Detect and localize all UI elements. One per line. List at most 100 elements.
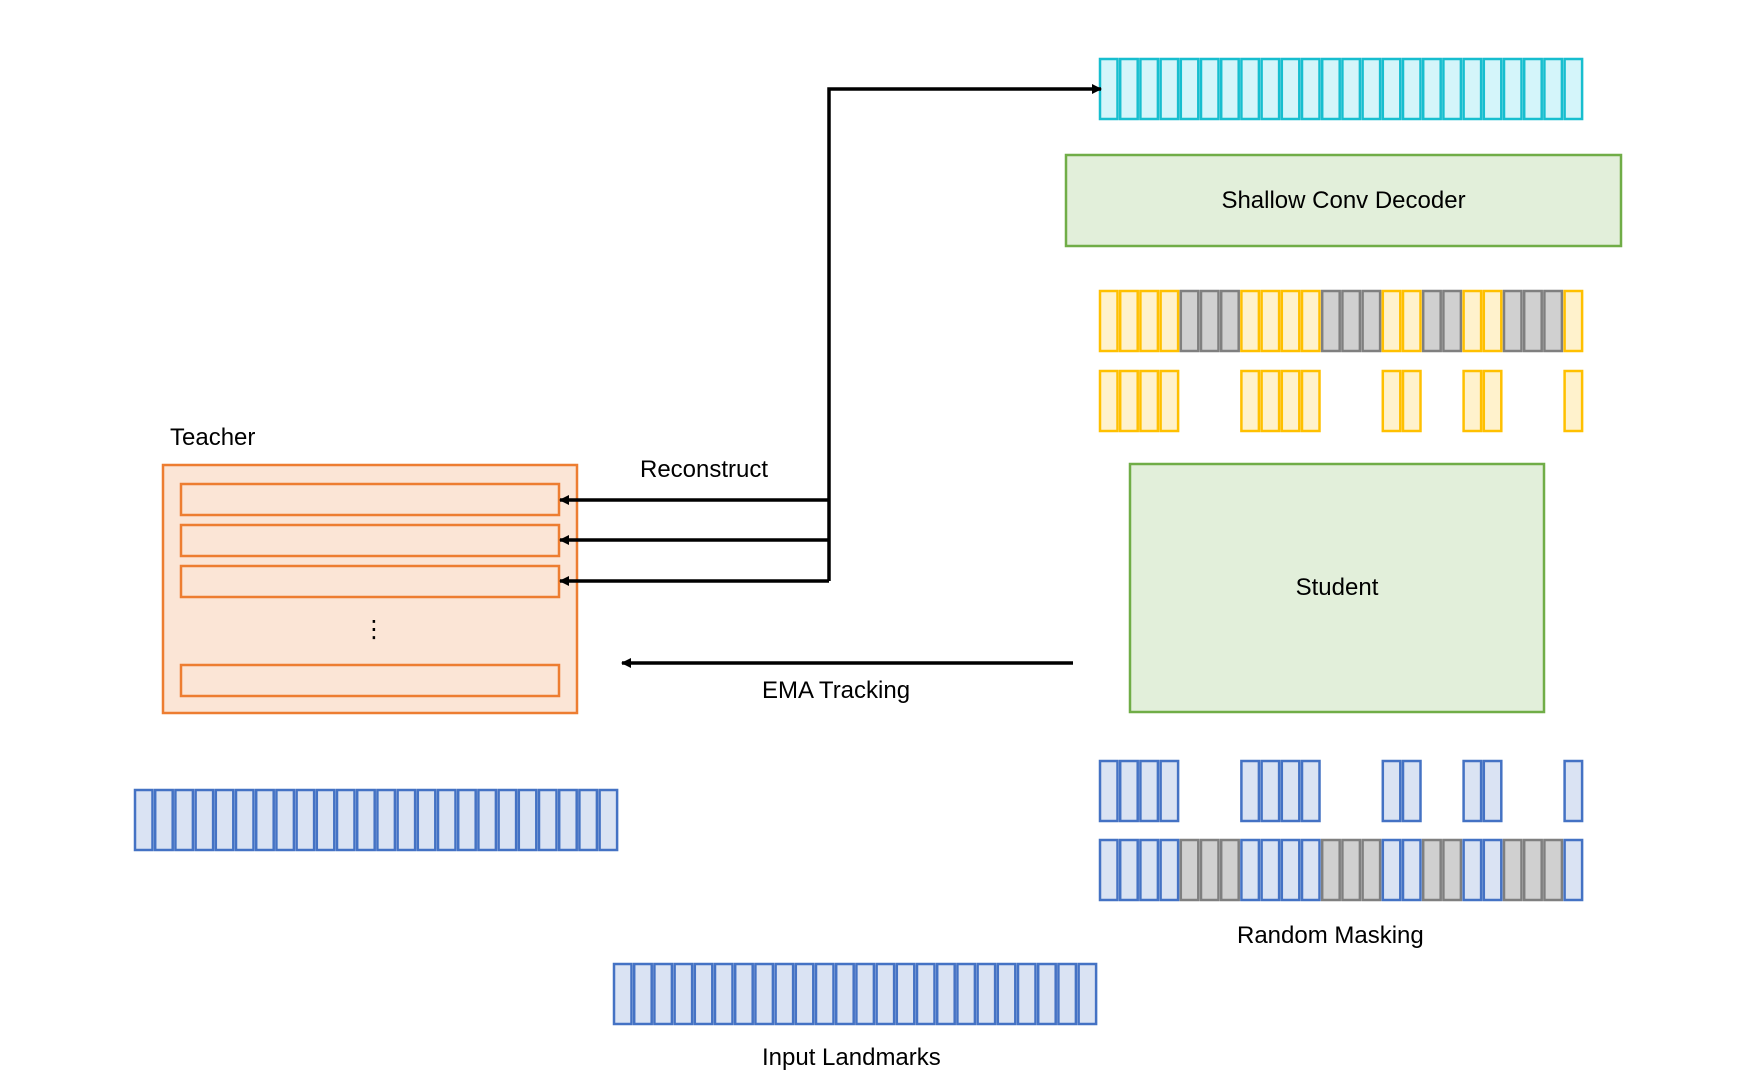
encoded-token xyxy=(1139,369,1160,433)
masked-token xyxy=(1502,838,1523,902)
masked-token xyxy=(1482,838,1503,902)
input-landmark-token xyxy=(673,962,694,1026)
output-token xyxy=(1240,57,1261,121)
output-token xyxy=(1482,57,1503,121)
decoder-input-token xyxy=(1421,289,1442,353)
masked-token xyxy=(1563,838,1584,902)
input-landmark-token xyxy=(855,962,876,1026)
student-label: Student xyxy=(1295,574,1379,601)
student-box xyxy=(1128,462,1546,714)
masked-token xyxy=(1442,838,1463,902)
encoded-token xyxy=(1300,369,1321,433)
output-token xyxy=(1179,57,1200,121)
teacher-input-token xyxy=(315,788,336,852)
decoder-input-token xyxy=(1381,289,1402,353)
decoder-input-token xyxy=(1361,289,1382,353)
decoder-label: Shallow Conv Decoder xyxy=(1221,186,1466,214)
input-landmark-token xyxy=(956,962,977,1026)
teacher-input-token xyxy=(275,788,296,852)
input-landmark-token xyxy=(733,962,754,1026)
input-landmarks-token-row xyxy=(612,962,1098,1026)
encoded-token xyxy=(1118,369,1139,433)
masked-token xyxy=(1179,838,1200,902)
decoder-input-token-row xyxy=(1098,289,1584,353)
input-landmark-token xyxy=(1016,962,1037,1026)
decoder-input-token xyxy=(1522,289,1543,353)
reconstruct-trunk xyxy=(827,84,1102,581)
teacher-input-token xyxy=(578,788,599,852)
visible-token xyxy=(1482,759,1503,823)
teacher-input-token xyxy=(133,788,154,852)
visible-token xyxy=(1401,759,1422,823)
visible-token-row xyxy=(1098,759,1584,823)
decoder-input-token xyxy=(1199,289,1220,353)
teacher-input-token xyxy=(537,788,558,852)
decoder-input-token xyxy=(1563,289,1584,353)
input-landmark-token xyxy=(1057,962,1078,1026)
visible-token xyxy=(1280,759,1301,823)
encoded-token xyxy=(1381,369,1402,433)
teacher-label: Teacher xyxy=(170,424,256,451)
encoded-token xyxy=(1240,369,1261,433)
input-landmarks-label: Input Landmarks xyxy=(762,1044,941,1071)
decoder-input-token xyxy=(1442,289,1463,353)
visible-token xyxy=(1118,759,1139,823)
masked-token xyxy=(1320,838,1341,902)
decoder-input-token xyxy=(1401,289,1422,353)
input-landmark-token xyxy=(794,962,815,1026)
teacher-input-token xyxy=(416,788,437,852)
output-token-row xyxy=(1098,57,1584,121)
encoded-token xyxy=(1280,369,1301,433)
teacher-ellipsis: ⋮ xyxy=(362,615,386,643)
encoded-token xyxy=(1260,369,1281,433)
input-landmark-token xyxy=(814,962,835,1026)
masked-token xyxy=(1118,838,1139,902)
input-landmark-token xyxy=(875,962,896,1026)
masked-token-row xyxy=(1098,838,1584,902)
input-landmark-token xyxy=(754,962,775,1026)
teacher-input-token xyxy=(376,788,397,852)
decoder-input-token xyxy=(1240,289,1261,353)
teacher-layer-1 xyxy=(179,482,561,517)
output-token xyxy=(1320,57,1341,121)
input-landmark-token xyxy=(653,962,674,1026)
output-token xyxy=(1401,57,1422,121)
teacher-input-token xyxy=(174,788,195,852)
teacher-input-token xyxy=(254,788,275,852)
visible-token xyxy=(1240,759,1261,823)
decoder-input-token xyxy=(1300,289,1321,353)
random-masking-label: Random Masking xyxy=(1237,922,1424,949)
output-token xyxy=(1421,57,1442,121)
teacher-input-token xyxy=(436,788,457,852)
masked-token xyxy=(1280,838,1301,902)
decoder-box xyxy=(1064,153,1623,248)
input-landmark-token xyxy=(1077,962,1098,1026)
teacher-input-token xyxy=(396,788,417,852)
encoded-token xyxy=(1098,369,1119,433)
masked-token xyxy=(1381,838,1402,902)
decoder-input-token xyxy=(1320,289,1341,353)
input-landmark-token xyxy=(713,962,734,1026)
masked-token xyxy=(1341,838,1362,902)
input-landmark-token xyxy=(612,962,633,1026)
masked-token xyxy=(1199,838,1220,902)
decoder-input-token xyxy=(1139,289,1160,353)
input-landmark-token xyxy=(693,962,714,1026)
teacher-layer-2 xyxy=(179,523,561,558)
teacher-input-token xyxy=(153,788,174,852)
encoded-token xyxy=(1563,369,1584,433)
teacher-input-token xyxy=(335,788,356,852)
output-token xyxy=(1361,57,1382,121)
visible-token xyxy=(1462,759,1483,823)
output-token xyxy=(1381,57,1402,121)
teacher-input-token xyxy=(295,788,316,852)
output-token xyxy=(1300,57,1321,121)
input-landmark-token xyxy=(895,962,916,1026)
input-landmark-token xyxy=(976,962,997,1026)
teacher-layer-3 xyxy=(179,564,561,599)
input-landmark-token xyxy=(1036,962,1057,1026)
teacher-input-token xyxy=(355,788,376,852)
visible-token xyxy=(1159,759,1180,823)
decoder-input-token xyxy=(1482,289,1503,353)
